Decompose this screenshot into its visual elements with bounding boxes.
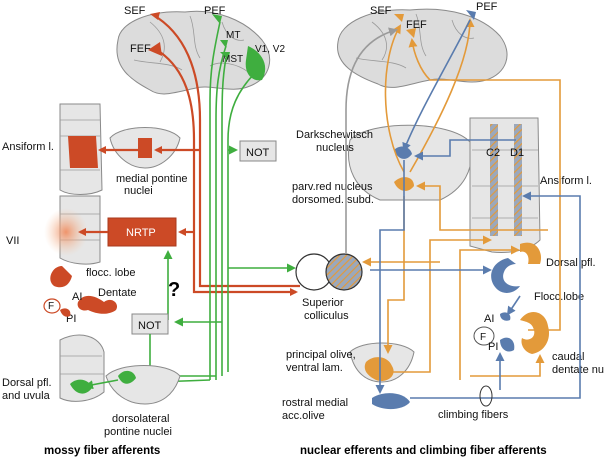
dorsal-pfl-uvula-label: Dorsal pfl.and uvula: [2, 377, 52, 402]
fef-area-left: [148, 42, 162, 56]
nrtp-box: [107, 217, 177, 247]
sef-label-left: SEF: [124, 5, 146, 17]
pi-label-left: PI: [66, 313, 76, 325]
nrtp-label: NRTP: [126, 227, 156, 239]
v1v2-area-left: [245, 46, 266, 81]
f-label-left: F: [48, 301, 54, 312]
orange-parv-red-to-olive: [383, 196, 405, 354]
ai-label-left: AI: [72, 291, 82, 303]
principal-olive-label: principal olive,ventral lam.: [286, 349, 356, 374]
sef-descending-fiber: [157, 17, 300, 288]
mst-label-left: MST: [222, 54, 243, 65]
blue-to-darkschewitsch: [414, 139, 516, 161]
blue-olive-to-d1: [410, 191, 581, 399]
question-mark: ?: [168, 279, 180, 301]
caption-left: mossy fiber afferents: [44, 445, 160, 457]
fef-label-right: FEF: [406, 19, 427, 31]
dorsal-pfl-region-right: [520, 242, 542, 264]
mt-descending-fiber: [215, 45, 227, 380]
climbing-fibers-loop: [479, 385, 493, 407]
flocc-lobe-region-right: [491, 258, 520, 293]
dentate-region-left: [77, 295, 118, 314]
fef-area-right: [406, 28, 416, 38]
vii-glow: [44, 208, 88, 256]
ansiform-label-right: Ansiform l.: [540, 175, 592, 187]
blue-pef-descending: [402, 19, 471, 152]
orange-to-parv-red: [416, 181, 548, 231]
dorsolateral-pontine-region: [118, 370, 136, 384]
midbrain-slice: [348, 124, 472, 201]
not-box-upper: [239, 140, 277, 162]
mt-label-left: MT: [226, 30, 240, 41]
flocc-lobe-region: [50, 266, 72, 288]
dorsolateral-pontine-slice: [105, 365, 181, 405]
right-cerebellum-slice: [469, 117, 541, 253]
fef-label-left: FEF: [130, 43, 151, 55]
caption-right: nuclear efferents and climbing fiber aff…: [300, 445, 547, 457]
blue-to-c2: [375, 160, 405, 394]
dentate-label-left: Dentate: [98, 287, 137, 299]
c2-zone: [490, 124, 498, 236]
orange-to-dorsal-pfl: [459, 245, 520, 380]
f-nucleus-right: [473, 326, 495, 346]
pef-area-right: [466, 10, 476, 20]
orange-dentate-to-fef: [408, 38, 561, 331]
v1v2-descending-fiber: [227, 71, 257, 372]
pi-region-left: [60, 308, 71, 317]
f-nucleus-left: [43, 298, 61, 314]
pef-area-left: [212, 14, 222, 24]
principal-olive-region: [364, 357, 394, 382]
pef-descending-fiber: [209, 21, 221, 380]
not-label-lower: NOT: [138, 320, 162, 332]
gray-colliculus-to-sef: [345, 27, 398, 254]
blue-to-ai: [506, 295, 521, 316]
fef-descending-fiber: [159, 51, 298, 296]
flocc-lobe-label-right: Flocc.lobe: [534, 291, 584, 303]
ai-label-right: AI: [484, 313, 494, 325]
flocc-lobe-label-left: flocc. lobe: [86, 267, 136, 279]
medial-pontine-region: [138, 138, 152, 158]
sef-label-right: SEF: [370, 5, 392, 17]
v1v2-label-left: V1, V2: [255, 44, 285, 55]
mst-descending-fiber: [221, 57, 227, 376]
c2-label: C2: [486, 147, 500, 159]
pi-region-right: [500, 337, 515, 352]
dorsolateral-to-dorsal-pfl: [84, 379, 119, 390]
ansiform-label-left: Ansiform l.: [2, 141, 54, 153]
f-label-right: F: [480, 332, 486, 343]
sef-area-left: [150, 12, 160, 20]
dorsal-pfl-label-right: Dorsal pfl.: [546, 257, 596, 269]
d1-zone: [514, 124, 522, 236]
left-cortex: [116, 10, 271, 95]
sef-area-right: [394, 14, 404, 22]
mst-area-left: [220, 52, 230, 60]
not-label-upper: NOT: [246, 147, 270, 159]
orange-to-caudal-dentate: [470, 354, 545, 377]
orange-olive-to-c2: [392, 235, 492, 373]
dorsal-pfl-region-left: [70, 379, 92, 394]
pef-label-left: PEF: [204, 5, 226, 17]
superior-colliculus-right-lobe: [325, 253, 363, 291]
caudal-dentate-region: [520, 312, 550, 354]
pi-label-right: PI: [488, 341, 498, 353]
vii-label-left: VII: [6, 235, 19, 247]
rostral-medial-olive-region: [372, 393, 410, 410]
climbing-fibers-label: climbing fibers: [438, 409, 509, 421]
orange-to-sef: [384, 24, 405, 173]
pef-label-right: PEF: [476, 1, 498, 13]
ansiform-region-left: [68, 136, 98, 168]
d1-label: D1: [510, 147, 524, 159]
